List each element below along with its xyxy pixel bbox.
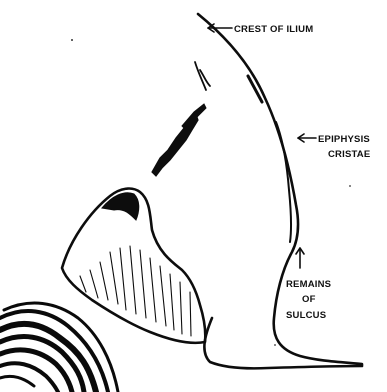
label-epiphysis: EPIPHYSIS — [318, 134, 370, 145]
hair-tuft — [0, 303, 118, 392]
label-crest-of-ilium: CREST OF ILIUM — [234, 24, 313, 35]
label-remains: REMAINS — [286, 279, 331, 290]
upper-mark — [195, 62, 210, 90]
pointer-epiphysis — [298, 134, 316, 142]
speck — [71, 39, 73, 41]
label-of: OF — [302, 294, 316, 305]
ilium-outline — [198, 14, 362, 368]
speck — [274, 344, 276, 346]
label-sulcus: SULCUS — [286, 310, 326, 321]
label-cristae: CRISTAE — [328, 149, 370, 160]
epiphysis-line — [276, 122, 291, 242]
pointer-sulcus — [296, 248, 304, 268]
speck — [349, 185, 351, 187]
hatching — [80, 246, 191, 336]
pointer-crest — [208, 24, 232, 32]
